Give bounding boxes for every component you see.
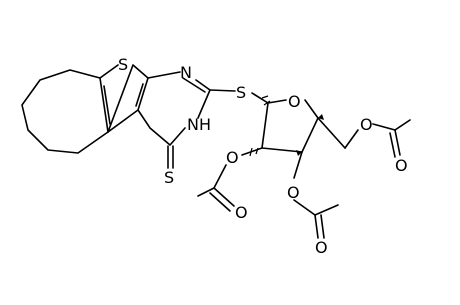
atom-label-o-c2-carbonyl: O [235, 203, 248, 222]
hash-c1-1 [263, 100, 271, 106]
atom-label-n-ring: N [180, 63, 192, 82]
atom-label-o-c2-ester: O [226, 148, 239, 167]
atom-label-s-thione: S [164, 168, 174, 187]
cycloheptane-ring [21, 69, 109, 154]
o-acyl-bond-c2 [213, 164, 227, 189]
acetyl-methyl-c2 [197, 187, 215, 197]
acyl-carbonyl-c5b [389, 132, 396, 158]
pyrimidine-cn-double [182, 77, 206, 93]
atom-label-s-link: S [236, 83, 246, 102]
atom-label-s-thiophene: S [118, 55, 128, 74]
c3-o-bond [293, 151, 303, 179]
acyl-carbonyl-c2a [213, 187, 235, 207]
hash-c2-1 [255, 147, 259, 155]
acyl-carbonyl-c5a [394, 129, 401, 156]
thiophene-fused-bond [99, 77, 109, 133]
acyl-carbonyl-c2b [209, 192, 231, 212]
wedge-c3 [296, 150, 302, 156]
wedge-c4 [318, 114, 324, 120]
c5-o-bond [344, 129, 359, 149]
atom-label-o-c5-ester: O [360, 115, 373, 134]
bonds [21, 64, 411, 239]
acetyl-methyl-c5 [394, 119, 411, 131]
c2-s-bond [209, 89, 236, 92]
acyl-carbonyl-c3b [320, 214, 325, 239]
c4-c5-bond [317, 117, 346, 149]
c2-o-bond [241, 147, 263, 156]
stereo-bonds [296, 114, 324, 156]
hashed-bonds [249, 95, 271, 157]
acyl-carbonyl-c3a [314, 214, 319, 239]
hash-c1-2 [261, 95, 269, 99]
atom-label-nh: NH [187, 115, 211, 134]
atom-label-o-c5-carbonyl: O [395, 156, 408, 175]
o-acyl-bond-c5 [372, 123, 396, 131]
pyrimidine-ring [137, 71, 211, 146]
atom-label-o-c3-carbonyl: O [315, 238, 328, 257]
acetyl-methyl-c3 [314, 204, 339, 216]
o-acyl-bond-c3 [293, 199, 316, 216]
s-c1prime-bond [251, 92, 269, 104]
thiophene-double-bond [103, 85, 111, 125]
atom-label-o-furanose: O [288, 92, 301, 111]
hash-c2-2 [249, 147, 253, 157]
thiophene-inner-double [135, 83, 144, 107]
atom-label-o-c3-ester: O [287, 183, 300, 202]
